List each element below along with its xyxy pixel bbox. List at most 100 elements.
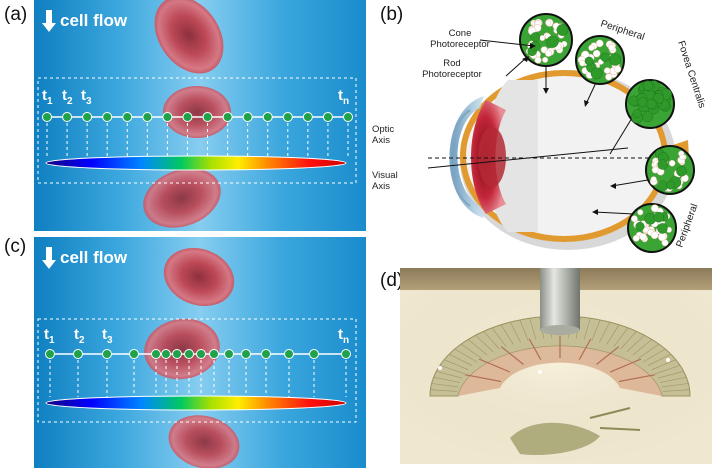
ring-tick <box>632 339 653 356</box>
leader-line <box>611 179 649 187</box>
ring-tick <box>460 343 482 359</box>
leader-arrow <box>610 183 616 189</box>
rod-photoreceptor-label: Rod Photoreceptor <box>422 58 482 80</box>
sample-point <box>73 349 83 359</box>
cornea <box>449 96 484 218</box>
ring-tick <box>643 348 666 363</box>
cone-cell <box>642 80 653 91</box>
rod-cell <box>658 232 667 242</box>
lens <box>478 127 506 187</box>
cone-photoreceptor-label: Cone Photoreceptor <box>430 28 490 50</box>
leader-line <box>593 211 635 215</box>
tn-label: tn <box>338 326 350 346</box>
leader-line <box>479 39 535 47</box>
sample-point <box>209 349 219 359</box>
panel-c: cell flow t1 t2 t3 tn <box>34 237 366 468</box>
rod-cell <box>605 73 613 81</box>
sample-point <box>102 349 112 359</box>
radial-spoke <box>609 358 642 373</box>
cone-cell <box>584 56 594 66</box>
ring-tick <box>529 318 537 340</box>
ring-tick <box>583 318 591 340</box>
rod-cell <box>544 49 553 57</box>
peripheral-bottom-label: Peripheral <box>674 202 700 249</box>
color-spectrum-bar <box>45 155 347 171</box>
sample-point <box>162 112 173 122</box>
ring-tick <box>647 353 671 366</box>
visual-axis-label: Visual Axis <box>372 170 398 192</box>
t2-label: t2 <box>62 87 73 107</box>
cone-cell <box>637 96 648 108</box>
red-blood-cells <box>143 0 231 228</box>
cell-flow-label: cell flow <box>60 11 128 30</box>
ring-tick <box>454 348 477 363</box>
rod-cell <box>608 43 616 52</box>
sample-point <box>142 112 153 122</box>
rod-cell <box>650 204 659 213</box>
rod-cell <box>632 234 640 242</box>
red-blood-cells <box>144 247 240 468</box>
rod-cell <box>603 67 611 74</box>
visual-axis-line <box>427 147 629 169</box>
cone-cell <box>546 35 559 48</box>
fovea-centralis-label: Fovea Centralis <box>675 40 707 110</box>
rod-cell <box>592 49 601 58</box>
ring-tick <box>626 334 645 353</box>
radial-spoke <box>500 346 524 365</box>
panel-label-d: (d) <box>380 270 404 291</box>
red-blood-cell <box>163 86 231 138</box>
ring-tick <box>431 383 459 388</box>
cell-flow-indicator: cell flow <box>42 247 127 269</box>
ring-tick <box>500 324 514 345</box>
ring-tick <box>662 389 690 392</box>
optic-axis-label: Optic Axis <box>372 124 395 146</box>
down-arrow-icon <box>42 10 56 32</box>
ring-tick <box>475 334 494 353</box>
rod-cell <box>651 166 659 174</box>
sample-point <box>224 349 234 359</box>
cone-cell <box>657 223 668 234</box>
ring-tick <box>655 365 681 375</box>
sample-point <box>42 112 52 122</box>
rod-cell <box>579 60 586 67</box>
sample-point <box>343 112 353 122</box>
sample-point <box>322 112 333 122</box>
leader-arrow <box>522 56 529 62</box>
cone-cell <box>666 180 676 190</box>
sample-point <box>261 349 271 359</box>
leader-line <box>505 57 527 77</box>
inner-ring <box>458 346 662 396</box>
radial-spoke <box>618 374 656 383</box>
rod-cell <box>613 65 622 73</box>
sample-point <box>309 349 319 359</box>
ring-tick <box>613 327 629 347</box>
rod-cell <box>668 159 676 167</box>
panel-label-c: (c) <box>4 236 27 257</box>
cone-cell <box>646 98 657 109</box>
sample-point <box>45 349 55 359</box>
cone-cell <box>608 53 622 66</box>
cone-cell <box>635 221 645 231</box>
rod-cell <box>630 215 638 223</box>
rod-cell <box>639 233 647 241</box>
ring-tick <box>591 319 601 341</box>
panel-label-b: (b) <box>380 4 404 25</box>
radial-spoke <box>528 338 542 360</box>
red-blood-cell <box>168 415 240 468</box>
ring-tick <box>660 377 687 383</box>
sampling-window <box>37 318 357 423</box>
ring-tick <box>606 324 620 345</box>
cone-cell <box>530 32 541 42</box>
light-reflection <box>666 358 670 362</box>
mirror-cylinder <box>540 268 580 330</box>
rod-cell <box>637 209 644 216</box>
cell-flow-indicator: cell flow <box>42 10 127 32</box>
panel-d-photo <box>400 268 712 464</box>
cone-cell <box>653 211 665 223</box>
t2-label: t2 <box>74 326 85 346</box>
red-blood-cell <box>163 247 235 307</box>
mirror-cylinder-base <box>540 325 580 335</box>
ring-tick <box>599 321 611 343</box>
rod-cell <box>539 35 546 41</box>
anamorphic-drawing <box>400 268 712 464</box>
